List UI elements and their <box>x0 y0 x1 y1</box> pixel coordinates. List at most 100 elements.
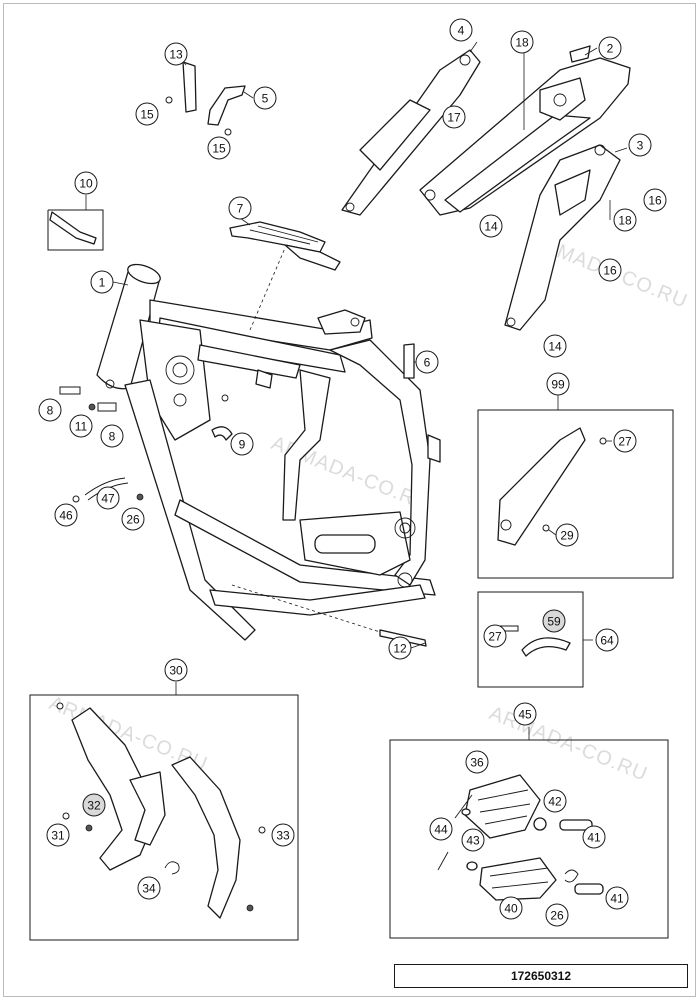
box-group-64 <box>477 591 584 688</box>
part-6-strap <box>403 343 415 379</box>
callout-label: 15 <box>212 142 226 156</box>
callout-circle <box>449 18 473 42</box>
callout-59: 59 <box>542 609 566 633</box>
callout-circle <box>442 105 466 129</box>
callout-circle <box>461 828 485 852</box>
group-45-footpegs <box>437 774 604 901</box>
box-item-10 <box>47 209 104 251</box>
callout-circle <box>643 188 667 212</box>
callout-label: 3 <box>637 139 644 153</box>
axis-line <box>249 247 286 331</box>
callout-10: 10 <box>74 171 98 195</box>
callout-circle <box>479 214 503 238</box>
callout-label: 14 <box>484 220 498 234</box>
part-3-rail <box>504 144 621 331</box>
callout-7: 7 <box>228 196 252 220</box>
callout-41: 41 <box>605 886 629 910</box>
callout-label: 17 <box>447 111 461 125</box>
callout-circle <box>555 523 579 547</box>
callout-label: 12 <box>393 642 407 656</box>
callout-45: 45 <box>513 702 537 726</box>
main-frame <box>96 263 441 641</box>
callout-label: 34 <box>142 882 156 896</box>
callout-circle <box>137 876 161 900</box>
callout-label: 1 <box>99 276 106 290</box>
callout-label: 26 <box>126 513 140 527</box>
callout-40: 40 <box>499 896 523 920</box>
callout-44: 44 <box>429 817 453 841</box>
callout-label: 41 <box>610 892 624 906</box>
callout-label: 36 <box>470 756 484 770</box>
callout-6: 6 <box>415 350 439 374</box>
callout-32: 32 <box>82 793 106 817</box>
callout-18: 18 <box>510 30 534 54</box>
callout-circle <box>38 398 62 422</box>
callout-circle <box>429 817 453 841</box>
callout-label: 45 <box>518 708 532 722</box>
callout-36: 36 <box>465 750 489 774</box>
callout-label: 7 <box>237 202 244 216</box>
callout-47: 47 <box>96 486 120 510</box>
callout-4: 4 <box>449 18 473 42</box>
callout-circle <box>545 903 569 927</box>
callout-label: 40 <box>504 902 518 916</box>
callout-circle <box>207 136 231 160</box>
callout-circle <box>510 30 534 54</box>
callout-14: 14 <box>543 334 567 358</box>
callout-circle <box>542 609 566 633</box>
box-group-99 <box>477 409 674 579</box>
callout-label: 14 <box>548 340 562 354</box>
callout-17: 17 <box>442 105 466 129</box>
group-99-parts <box>497 427 607 546</box>
callout-circle <box>543 334 567 358</box>
callout-26: 26 <box>121 507 145 531</box>
callout-circle <box>513 702 537 726</box>
part-2-subframe <box>419 45 631 216</box>
callout-circle <box>271 823 295 847</box>
callout-label: 42 <box>548 795 562 809</box>
callout-99: 99 <box>546 372 570 396</box>
callout-label: 46 <box>59 509 73 523</box>
callout-31: 31 <box>46 823 70 847</box>
callout-circle <box>90 270 114 294</box>
bracket-13-and-5 <box>165 61 246 136</box>
hardware-left <box>49 211 144 503</box>
callout-label: 18 <box>515 36 529 50</box>
callout-label: 43 <box>466 834 480 848</box>
callout-circle <box>388 636 412 660</box>
callout-33: 33 <box>271 823 295 847</box>
callout-circle <box>543 789 567 813</box>
callout-15: 15 <box>207 136 231 160</box>
callout-circle <box>613 208 637 232</box>
callout-label: 4 <box>458 24 465 38</box>
callout-label: 44 <box>434 823 448 837</box>
callout-circle <box>253 86 277 110</box>
callout-label: 33 <box>276 829 290 843</box>
callout-circle <box>598 36 622 60</box>
callout-layer: 1234567889101112131414151516161718189927… <box>38 18 667 927</box>
callout-46: 46 <box>54 503 78 527</box>
callout-13: 13 <box>164 42 188 66</box>
callout-label: 11 <box>75 420 88 434</box>
callout-label: 6 <box>424 356 431 370</box>
callout-circle <box>69 414 93 438</box>
callout-label: 30 <box>169 664 183 678</box>
callout-circle <box>228 196 252 220</box>
callout-27: 27 <box>613 429 637 453</box>
callout-3: 3 <box>628 133 652 157</box>
watermark-text: ARMADA-CO.RU <box>486 702 651 786</box>
callout-circle <box>595 628 619 652</box>
callout-42: 42 <box>543 789 567 813</box>
callout-circle <box>546 372 570 396</box>
callout-5: 5 <box>253 86 277 110</box>
callout-circle <box>54 503 78 527</box>
callout-label: 26 <box>550 909 564 923</box>
callout-circle <box>613 429 637 453</box>
callout-circle <box>164 658 188 682</box>
callout-label: 15 <box>140 108 154 122</box>
callout-circle <box>96 486 120 510</box>
callout-label: 9 <box>239 438 246 452</box>
group-30-frame-guards <box>56 702 266 919</box>
callout-label: 32 <box>87 799 101 813</box>
